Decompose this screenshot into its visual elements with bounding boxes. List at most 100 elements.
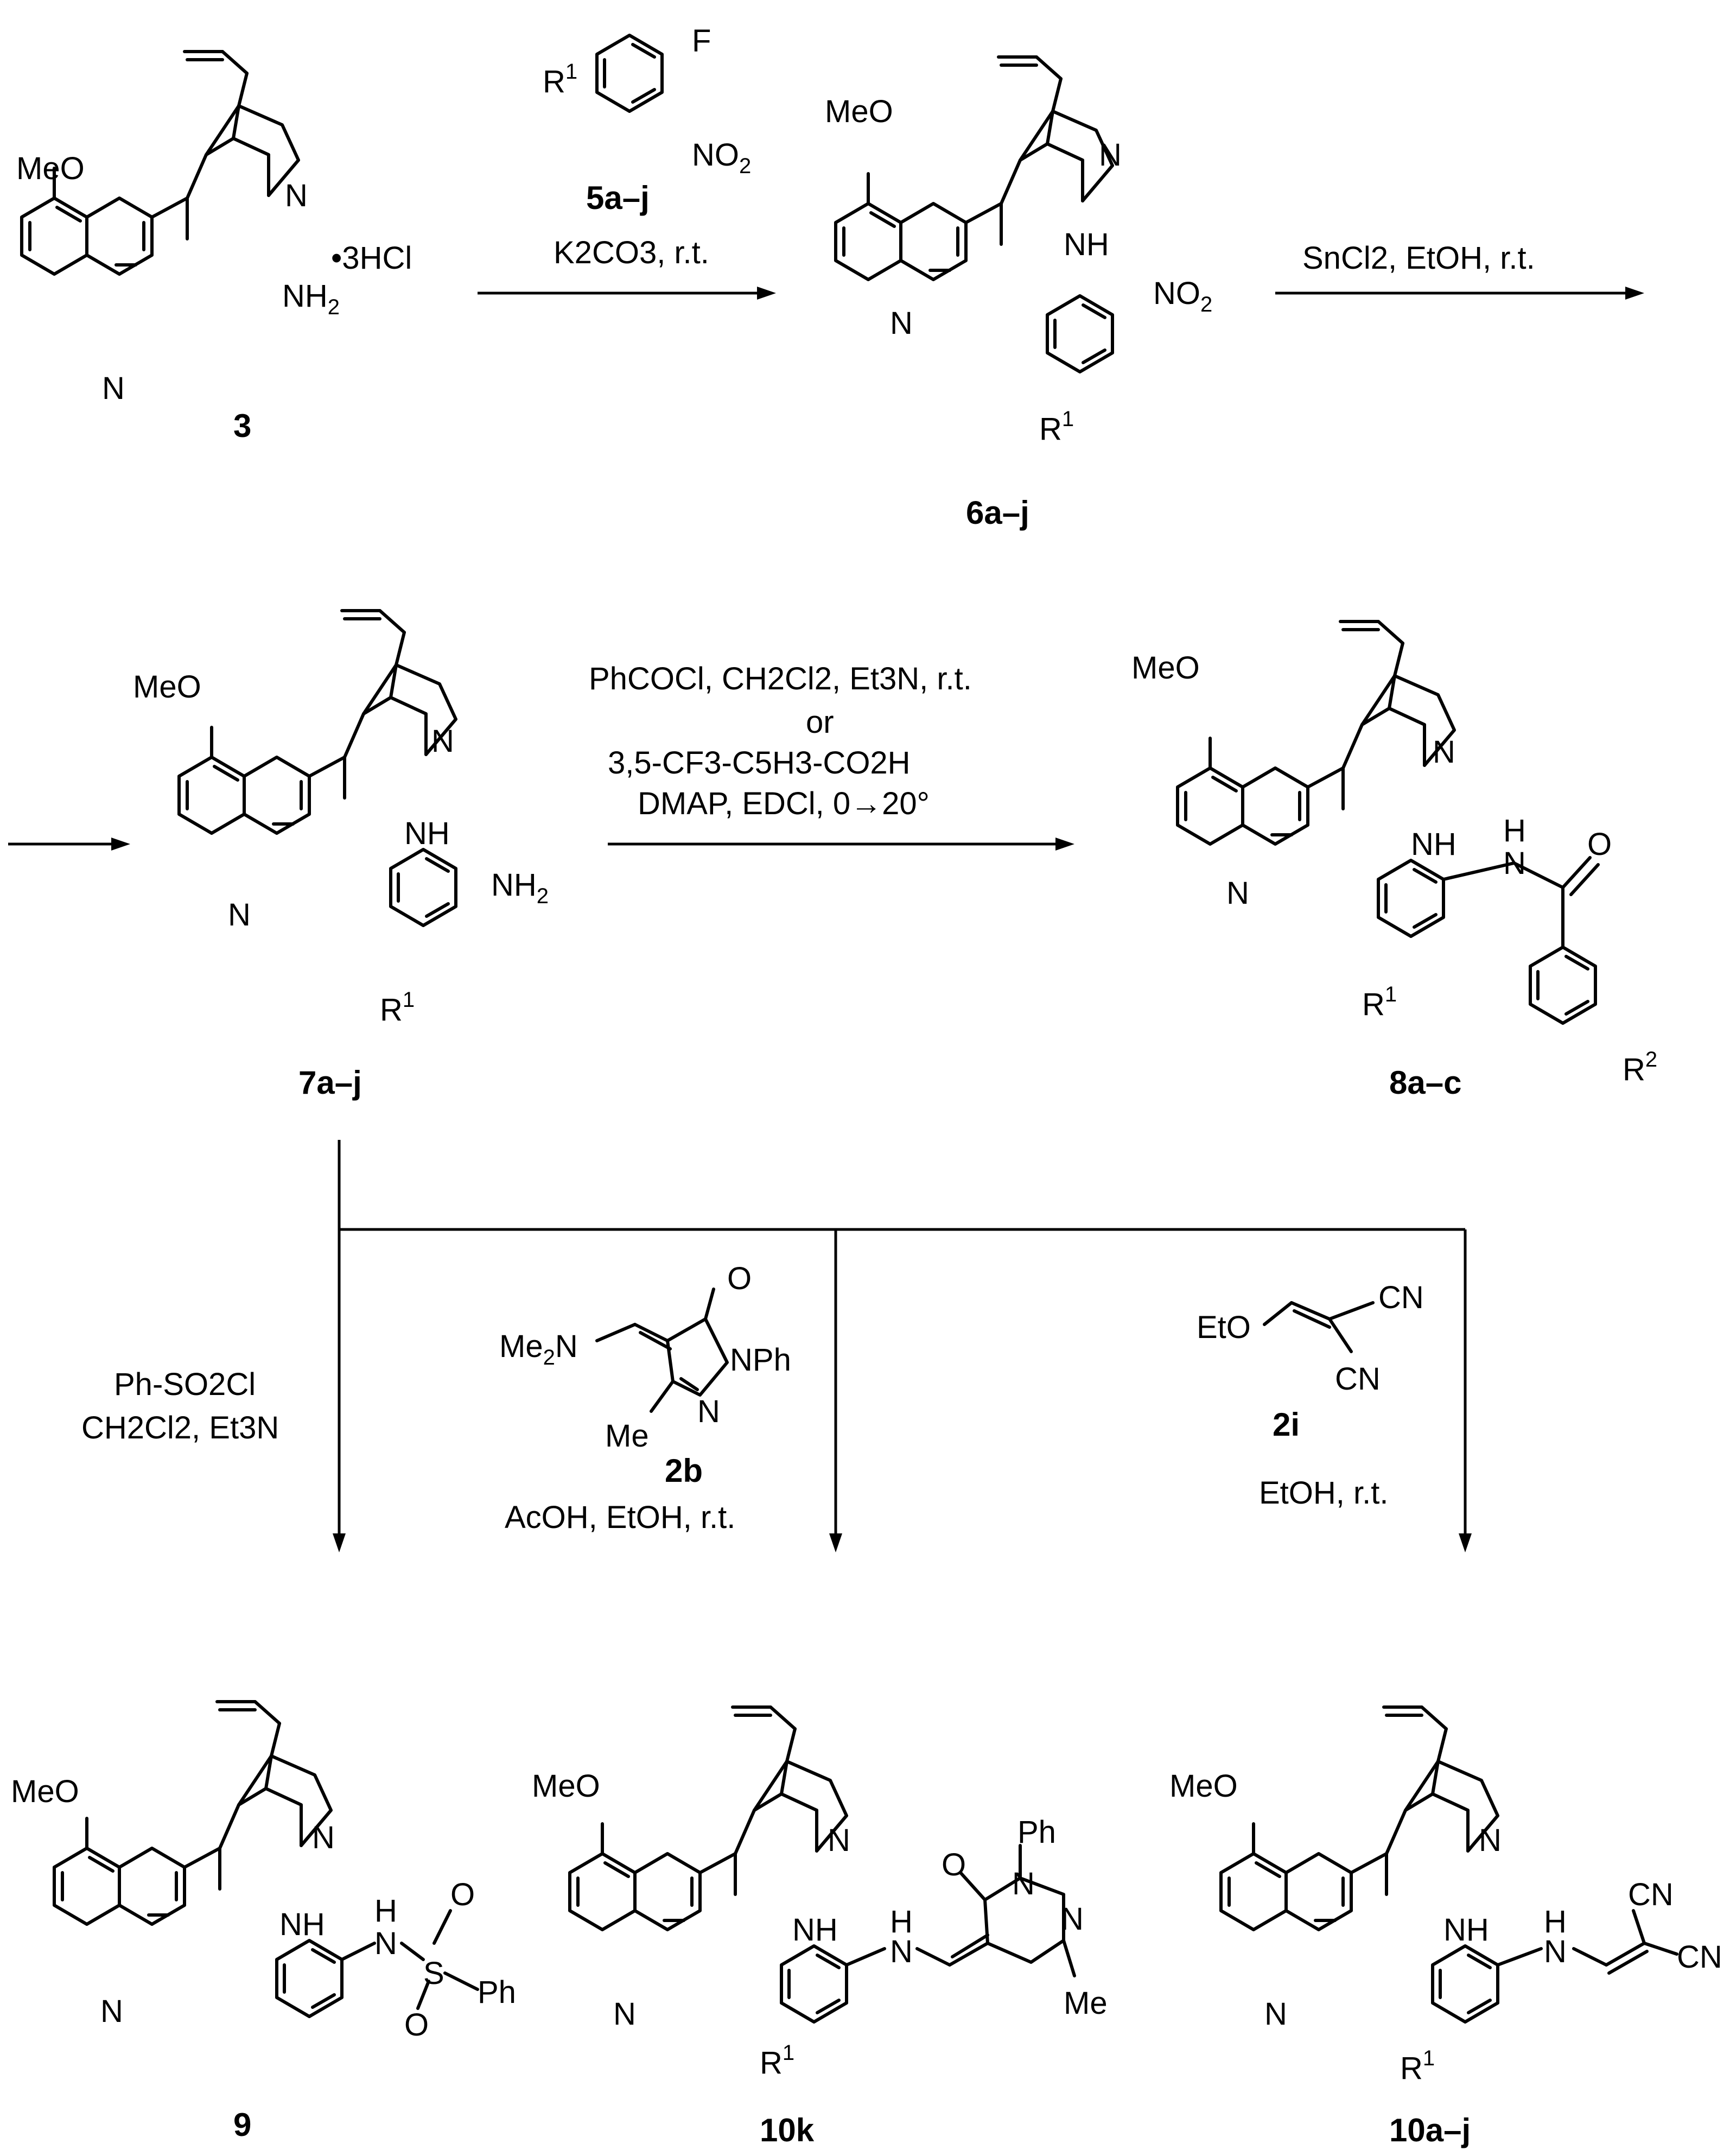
aniline-ring [1047, 296, 1112, 372]
n-label: N [1479, 1823, 1502, 1858]
arrowhead [111, 838, 130, 851]
hcl-salt-label: •3HCl [331, 240, 412, 276]
phenyl-ring [277, 1941, 342, 2017]
n-label: N [697, 1394, 720, 1429]
aniline-ring [781, 1946, 847, 2022]
arrowhead [757, 287, 776, 300]
compound-7-structure [179, 611, 456, 833]
sulfonamide-h-label: H [374, 1893, 397, 1929]
n-label: N [1012, 1866, 1035, 1901]
phenyl-label: Ph [1017, 1815, 1056, 1850]
sulfonyl-o-label: O [404, 2007, 429, 2043]
n-label: N [102, 371, 125, 406]
condition-step1: K2CO3, r.t. [554, 235, 709, 270]
fluorine-label: F [692, 23, 711, 59]
compound-8-label: 8a–c [1389, 1064, 1461, 1101]
compound-3-label: 3 [233, 408, 251, 444]
nh-label: NH [1064, 227, 1109, 262]
amide-h-label: H [1503, 813, 1526, 848]
methyl-label: Me [605, 1418, 649, 1454]
condition-step3c: DMAP, EDCl, 0→20° [638, 786, 930, 821]
meo-label: MeO [532, 1768, 600, 1804]
compound-7-label: 7a–j [298, 1064, 362, 1101]
n-label: N [228, 897, 251, 933]
enamine-n-label: N [890, 1934, 913, 1969]
compound-9-structure [54, 1702, 331, 1924]
cyano-label: CN [1378, 1280, 1424, 1315]
compound-10-structure [1221, 1707, 1498, 1930]
condition-step4a: Ph-SO2Cl [114, 1367, 256, 1402]
meo-label: MeO [11, 1774, 79, 1809]
arrowhead [1625, 287, 1644, 300]
r1-label: R1 [380, 988, 415, 1028]
r1-label: R1 [543, 60, 577, 99]
arrowhead [1055, 838, 1074, 851]
compound-10-label: 10a–j [1389, 2112, 1471, 2148]
compound-5-label: 5a–j [586, 180, 650, 216]
aniline-ring [1378, 860, 1443, 936]
nh-label: NH [1411, 827, 1456, 862]
compound-2i-structure [1263, 1301, 1375, 1353]
compound-5-structure [597, 35, 662, 111]
nh-label: NH [1443, 1912, 1489, 1948]
meo-label: MeO [16, 151, 85, 186]
enamine-h-label: H [890, 1904, 913, 1939]
n-label: N [828, 1823, 850, 1858]
condition-step3a: PhCOCl, CH2Cl2, Et3N, r.t. [589, 661, 972, 696]
cyano-label: CN [1335, 1361, 1381, 1397]
r1-label: R1 [1362, 982, 1397, 1022]
compound-2b-structure [595, 1288, 729, 1413]
n-label: N [1433, 734, 1455, 770]
r1-label: R1 [1039, 407, 1074, 447]
compound-10k-structure [570, 1707, 847, 1930]
n-label: N [890, 306, 913, 341]
condition-step6: EtOH, r.t. [1259, 1475, 1389, 1511]
nh2-label: NH2 [491, 867, 549, 908]
nh-label: NH [279, 1907, 325, 1942]
compound-2i-label: 2i [1273, 1406, 1300, 1443]
meo-label: MeO [133, 669, 201, 705]
compound-2b-label: 2b [665, 1453, 703, 1489]
compound-9-label: 9 [233, 2107, 251, 2143]
meo-label: MeO [1131, 650, 1200, 686]
nh-label: NH [404, 816, 450, 851]
r1-label: R1 [1400, 2046, 1435, 2086]
me2n-label: Me2N [499, 1329, 578, 1369]
aniline-ring [1433, 1946, 1498, 2022]
condition-step3-or: or [806, 705, 834, 740]
phenyl-label: Ph [478, 1975, 516, 2010]
meo-label: MeO [825, 94, 893, 129]
compound-8-structure [1178, 622, 1454, 844]
arrowhead [829, 1533, 842, 1552]
no2-label: NO2 [692, 137, 751, 178]
nh-label: NH [792, 1912, 838, 1948]
arrowhead [333, 1533, 346, 1552]
n-label: N [312, 1820, 335, 1855]
n-label: N [1099, 137, 1122, 173]
carbonyl-o-label: O [942, 1847, 966, 1882]
n-label: N [613, 1996, 636, 2032]
methyl-label: Me [1064, 1986, 1108, 2021]
nh2-label: NH2 [282, 278, 340, 319]
n-label: N [100, 1994, 123, 2029]
meo-label: MeO [1169, 1768, 1238, 1804]
compound-10k-label: 10k [760, 2112, 815, 2148]
enamine-h-label: H [1544, 1904, 1567, 1939]
sulfonamide-n-label: N [374, 1926, 397, 1961]
n-label: N [1061, 1901, 1084, 1937]
cyano-label: CN [1677, 1939, 1722, 1975]
carbonyl-o-label: O [727, 1261, 752, 1296]
carbonyl-o-label: O [1587, 827, 1612, 862]
condition-step2: SnCl2, EtOH, r.t. [1302, 240, 1535, 276]
condition-step4b: CH2Cl2, Et3N [81, 1410, 279, 1445]
ethoxy-label: EtO [1197, 1310, 1251, 1345]
r1-label: R1 [760, 2041, 794, 2081]
enamine-n-label: N [1544, 1934, 1567, 1969]
arrowhead [1459, 1533, 1472, 1552]
benzoyl-ring [1530, 947, 1595, 1023]
r2-label: R2 [1623, 1048, 1657, 1087]
nph-label: NPh [730, 1342, 791, 1378]
no2-label: NO2 [1153, 276, 1212, 316]
sulfonyl-o-label: O [450, 1877, 475, 1912]
